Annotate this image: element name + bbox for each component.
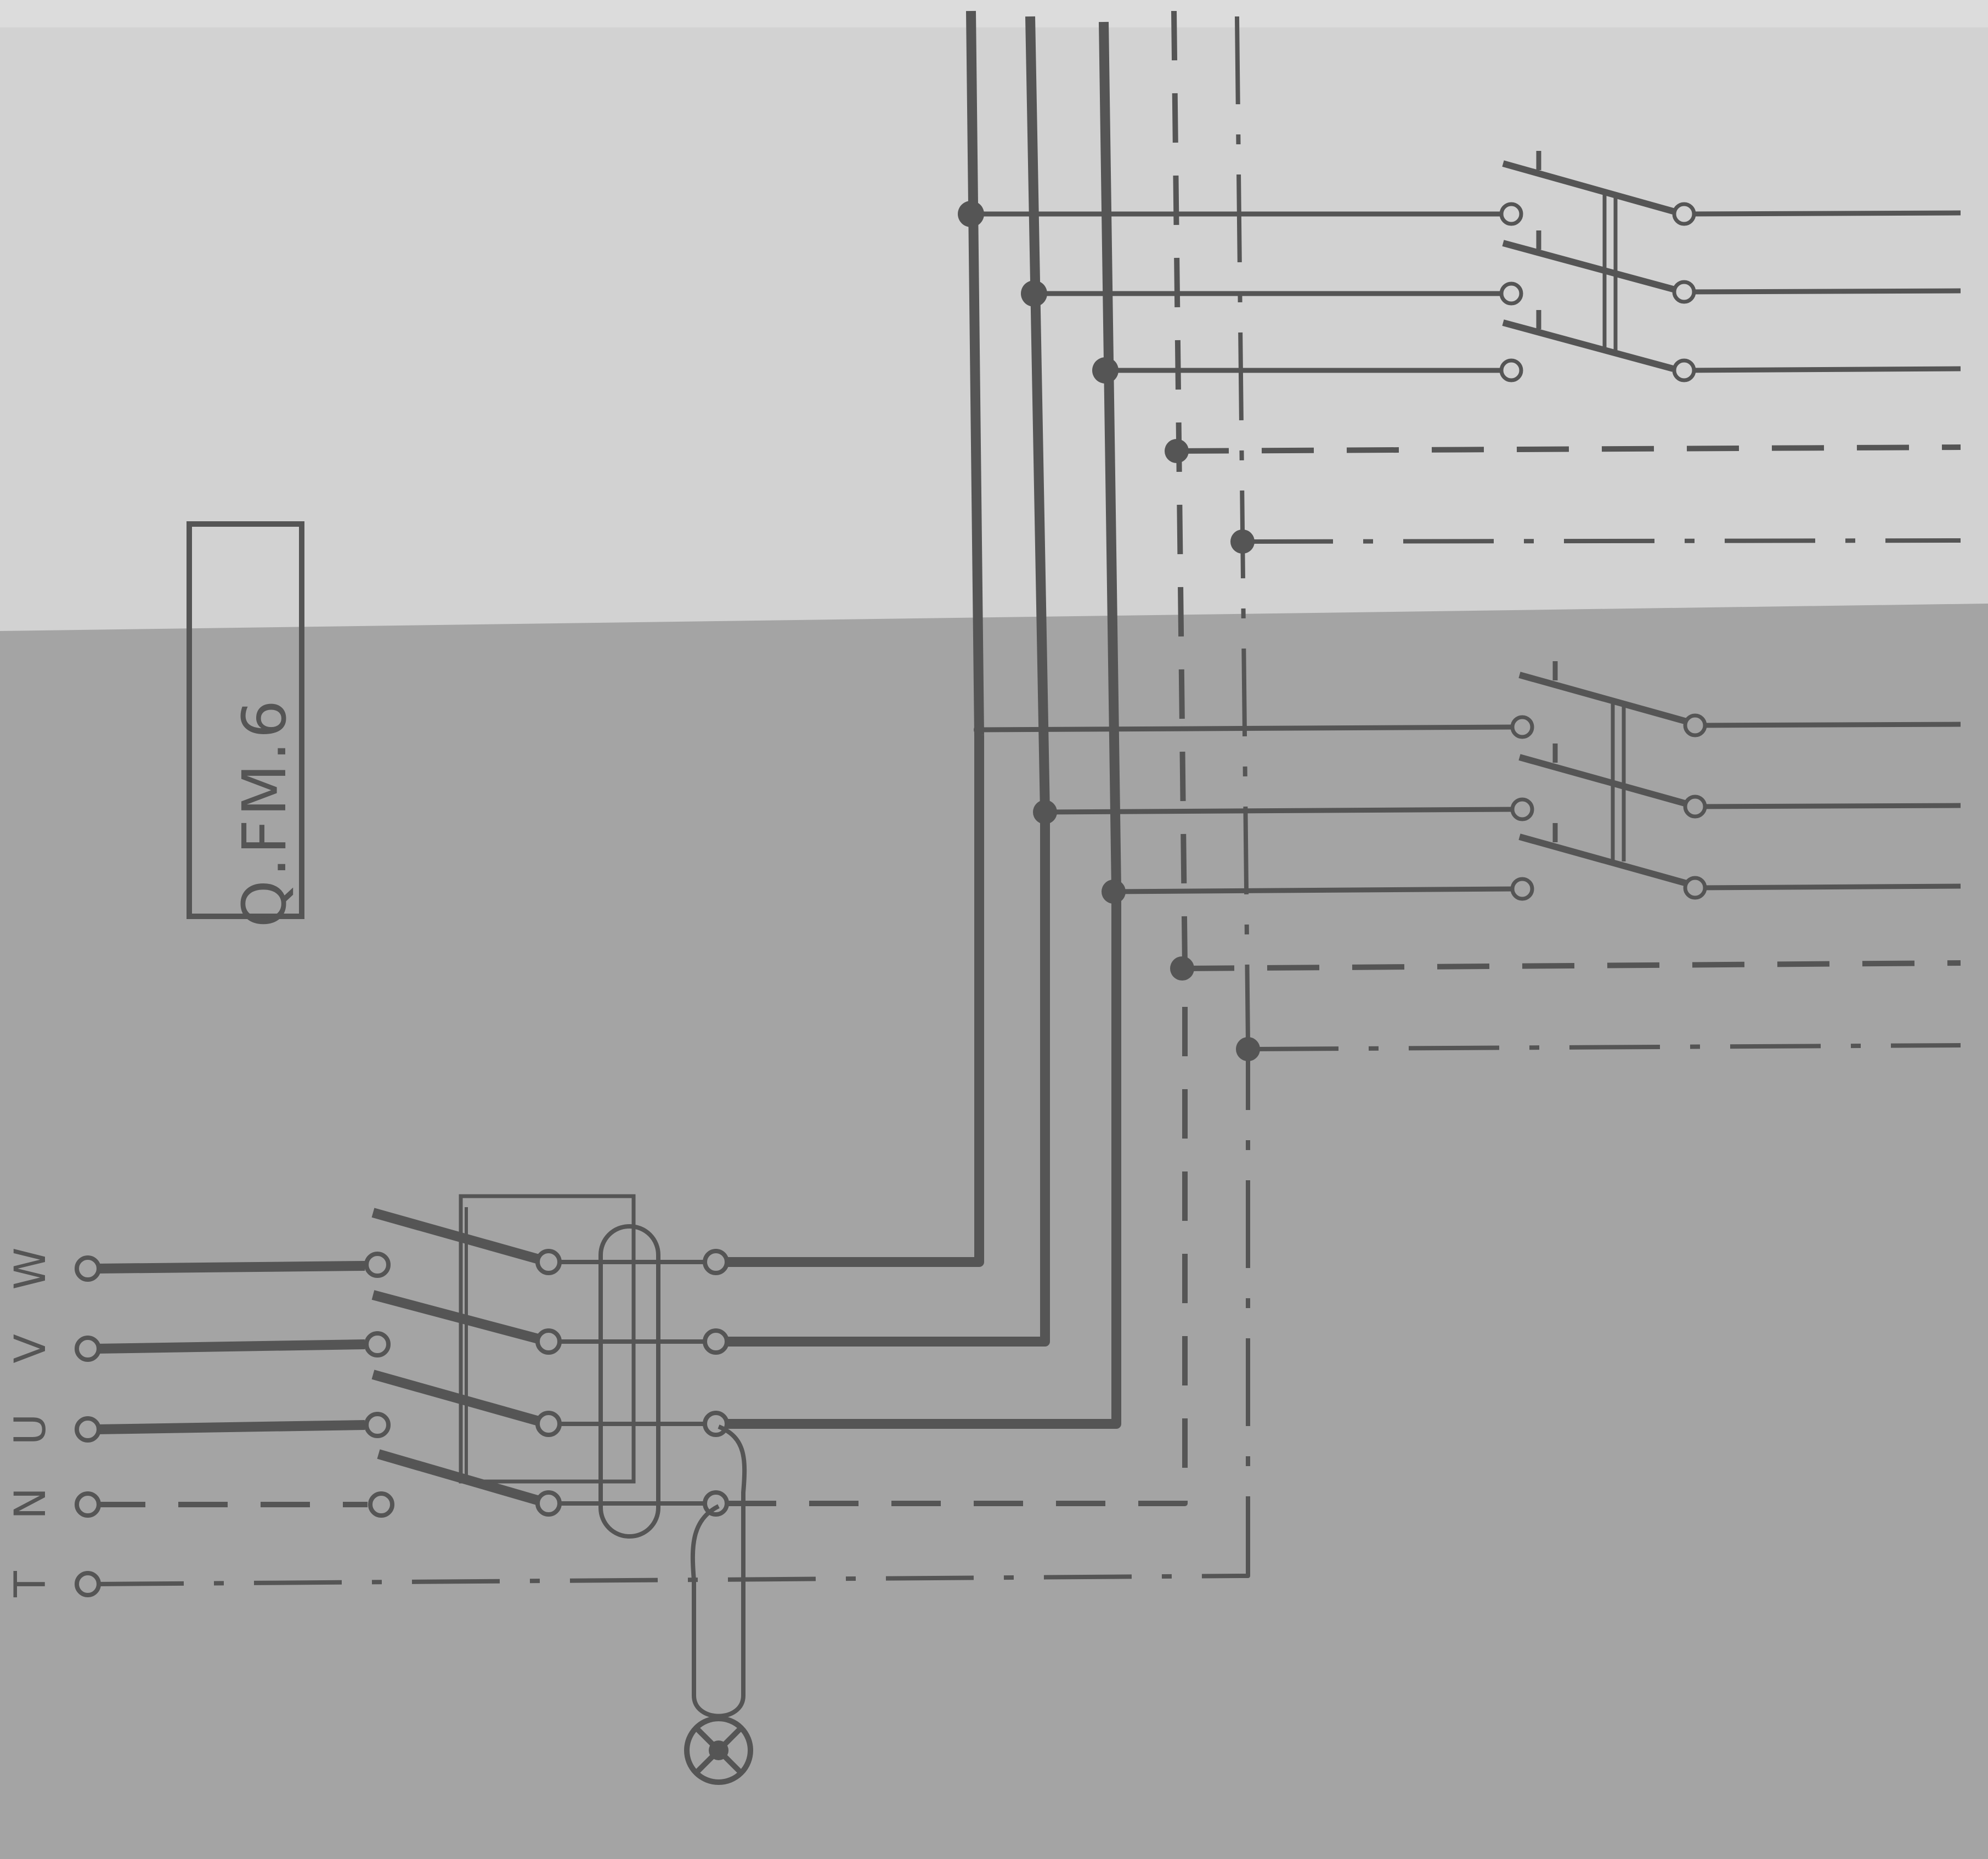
wire-w-in <box>95 1261 365 1274</box>
terminal-n <box>75 1491 101 1518</box>
branch-2-breaker <box>1518 661 1961 891</box>
busbar-u <box>1099 21 1121 889</box>
branch-1-contacts <box>1499 202 1696 382</box>
terminal-u <box>75 1416 101 1443</box>
switch-contacts <box>364 1249 562 1518</box>
terminal-label-v: V <box>6 1334 55 1363</box>
switch-blade-w <box>371 1208 550 1267</box>
terminal-labels: W V U N T <box>6 1247 55 1597</box>
current-transformer <box>598 1224 660 1539</box>
busbar-w <box>966 10 984 736</box>
main-feed <box>727 735 1250 1578</box>
paper-top-strip <box>0 0 1988 27</box>
input-wires <box>95 1261 1240 1586</box>
branch-1-junctions <box>958 201 1255 554</box>
branch-1-wires <box>971 211 1961 544</box>
wire-u-in <box>95 1420 365 1434</box>
wire-v-in <box>95 1339 365 1354</box>
feed-v <box>727 812 1050 1347</box>
feed-w <box>727 735 984 1267</box>
busbars <box>966 10 1250 1043</box>
terminal-w <box>75 1255 101 1282</box>
title-box-label: Q.FM.6 <box>229 697 300 928</box>
paper-light-band <box>0 0 1988 631</box>
feed-t <box>1240 1043 1250 1578</box>
terminal-t <box>75 1571 101 1597</box>
terminal-label-u: U <box>6 1413 55 1445</box>
input-terminals <box>75 1255 101 1597</box>
switch-blade-n <box>377 1449 550 1508</box>
branch-1-breaker <box>1502 151 1961 373</box>
switch-linkage-frame <box>459 1194 636 1484</box>
terminal-label-t: T <box>6 1571 55 1598</box>
indicator-lamp-icon <box>684 1716 753 1785</box>
feed-n <box>727 966 1188 1506</box>
branch-2-wires <box>979 724 1961 1051</box>
branch-2-contacts <box>1510 713 1707 901</box>
terminal-v <box>75 1336 101 1362</box>
main-switch <box>371 1194 636 1508</box>
branch-2-junctions <box>974 724 1260 1061</box>
feed-u <box>727 889 1121 1429</box>
switch-blade-v <box>371 1290 550 1347</box>
terminal-label-n: N <box>6 1488 55 1519</box>
title-box: Q.FM.6 <box>187 521 304 928</box>
busbar-v <box>1025 16 1050 813</box>
wire-t-in <box>95 1574 1240 1586</box>
transformer-links <box>560 1260 705 1506</box>
terminal-label-w: W <box>6 1247 55 1289</box>
switch-blade-u <box>371 1370 550 1429</box>
